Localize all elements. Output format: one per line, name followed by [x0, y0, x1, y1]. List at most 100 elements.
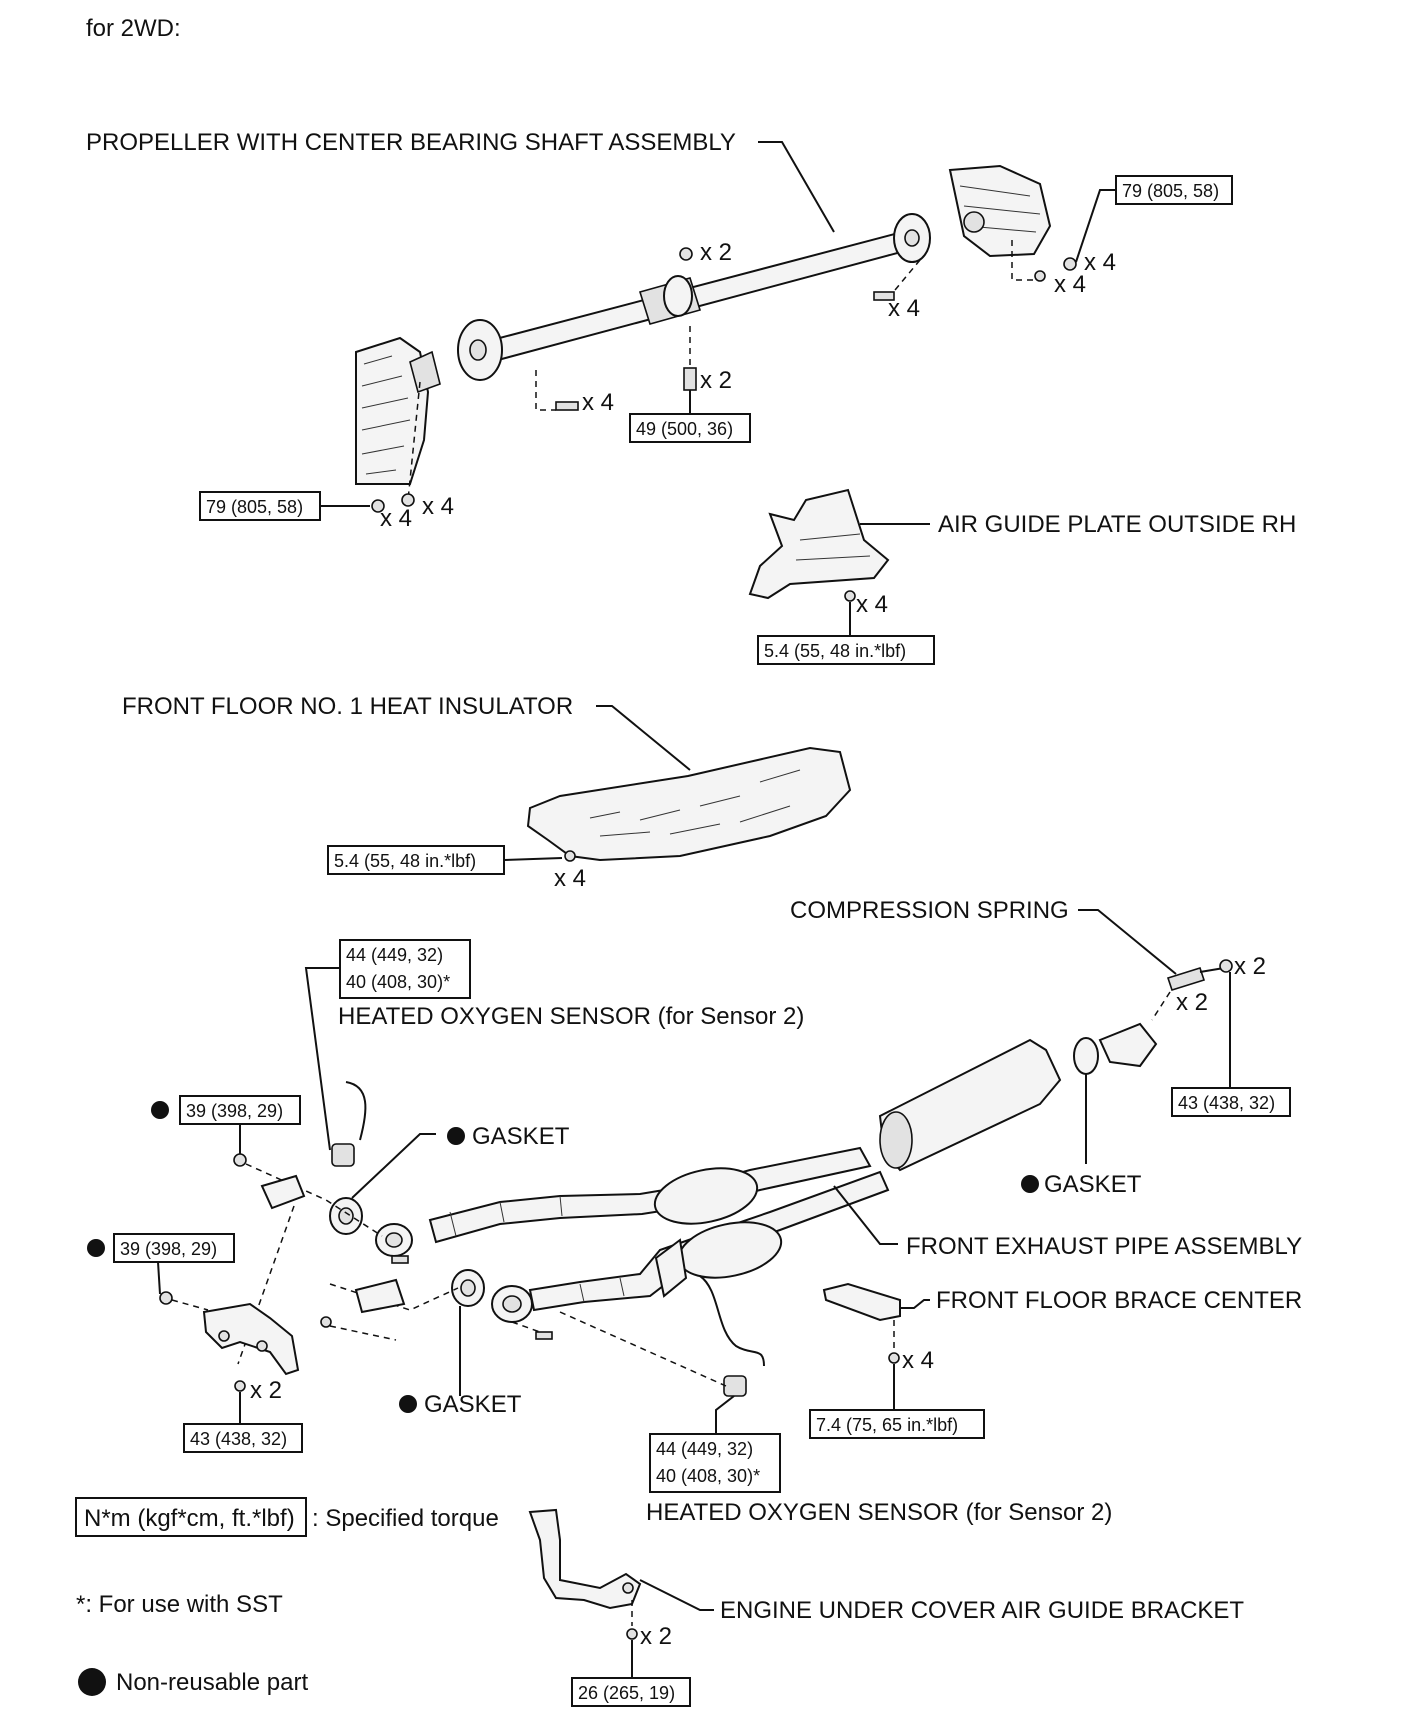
manifold-flange-lower: [354, 1278, 406, 1314]
torque-box: [809, 1409, 985, 1439]
bolt-icon: [873, 291, 895, 301]
propeller-washer-icon: [679, 247, 693, 261]
bolt-icon: [555, 401, 579, 411]
legend-torque-box: [75, 1497, 307, 1537]
legend-torque-units: N*m (kgf*cm, ft.*lbf): [84, 1505, 295, 1532]
qty-label: x 4: [1084, 249, 1116, 276]
torque-box: [199, 491, 321, 521]
washer-icon: [401, 493, 415, 507]
front-exhaust-pipe-assembly: [375, 1038, 1062, 1323]
torque-box: [339, 939, 471, 999]
torque-value: 39 (398, 29): [120, 1239, 217, 1259]
compression-spring: [1166, 959, 1233, 991]
clip-icon: [564, 850, 576, 862]
torque-box: [629, 413, 751, 443]
torque-value: 79 (805, 58): [206, 497, 303, 517]
label-compression-spring: COMPRESSION SPRING: [790, 897, 1069, 924]
label-gasket-lower: GASKET: [424, 1391, 522, 1418]
torque-box: [179, 1095, 301, 1125]
torque-box: [571, 1677, 691, 1707]
bolt-icon: [683, 367, 697, 391]
washer-icon: [1034, 270, 1046, 282]
exhaust-support-bracket: [202, 1302, 300, 1376]
nut-icon: [1063, 257, 1077, 271]
heated-oxygen-sensor-bottom: [699, 1275, 765, 1397]
label-o2-sensor-bottom: HEATED OXYGEN SENSOR (for Sensor 2): [646, 1499, 1112, 1526]
label-gasket-rear: GASKET: [1044, 1171, 1142, 1198]
torque-box: [113, 1233, 235, 1263]
qty-label: x 4: [856, 591, 888, 618]
nut-icon: [320, 1316, 332, 1328]
torque-value: 43 (438, 32): [190, 1429, 287, 1449]
nonreusable-dot-icon: [399, 1395, 417, 1413]
torque-value: 44 (449, 32): [656, 1439, 753, 1459]
torque-value: 5.4 (55, 48 in.*lbf): [334, 851, 476, 871]
torque-value: 40 (408, 30)*: [656, 1466, 760, 1486]
bolt-icon: [888, 1352, 900, 1364]
qty-label: x 4: [902, 1347, 934, 1374]
legend-nonreusable-dot-icon: [78, 1668, 106, 1696]
leader-propeller-shaft: [758, 141, 835, 233]
label-air-guide-bracket: ENGINE UNDER COVER AIR GUIDE BRACKET: [720, 1597, 1244, 1624]
label-gasket-upper: GASKET: [472, 1123, 570, 1150]
legend-sst-note: *: For use with SST: [76, 1591, 283, 1618]
nonreusable-dot-icon: [151, 1101, 169, 1119]
torque-value: 7.4 (75, 65 in.*lbf): [816, 1415, 958, 1435]
torque-value: 5.4 (55, 48 in.*lbf): [764, 641, 906, 661]
heated-oxygen-sensor-top: [331, 1081, 367, 1167]
diagram-header: for 2WD:: [86, 15, 181, 42]
label-propeller-shaft: PROPELLER WITH CENTER BEARING SHAFT ASSE…: [86, 129, 736, 156]
nut-icon: [371, 499, 385, 513]
label-air-guide-plate: AIR GUIDE PLATE OUTSIDE RH: [938, 511, 1296, 538]
rear-flange: [1098, 1022, 1158, 1068]
bolt-icon: [391, 1255, 409, 1264]
qty-label: x 4: [380, 505, 412, 532]
nut-icon: [233, 1153, 247, 1167]
nonreusable-dot-icon: [1021, 1175, 1039, 1193]
legend-torque-text: : Specified torque: [312, 1505, 499, 1532]
qty-label: x 4: [422, 493, 454, 520]
differential-housing: [948, 164, 1052, 258]
nut-icon: [159, 1291, 173, 1305]
qty-label: x 4: [888, 295, 920, 322]
torque-value: 39 (398, 29): [186, 1101, 283, 1121]
qty-label: x 2: [700, 367, 732, 394]
torque-value: 40 (408, 30)*: [346, 972, 450, 992]
label-o2-sensor-top: HEATED OXYGEN SENSOR (for Sensor 2): [338, 1003, 804, 1030]
qty-label: x 2: [1234, 953, 1266, 980]
qty-label: x 4: [554, 865, 586, 892]
nonreusable-dot-icon: [87, 1239, 105, 1257]
torque-value: 79 (805, 58): [1122, 181, 1219, 201]
torque-value: 43 (438, 32): [1178, 1093, 1275, 1113]
bolt-icon: [535, 1331, 553, 1340]
torque-box: [649, 1433, 781, 1493]
front-floor-brace-center: [822, 1282, 901, 1322]
label-heat-insulator: FRONT FLOOR NO. 1 HEAT INSULATOR: [122, 693, 573, 720]
gasket-rear-icon: [1073, 1037, 1099, 1075]
clip-icon: [844, 590, 856, 602]
bolt-icon: [234, 1380, 246, 1392]
torque-value: 49 (500, 36): [636, 419, 733, 439]
torque-box: [757, 635, 935, 665]
torque-value: 26 (265, 19): [578, 1683, 675, 1703]
leader-heat-insulator: [596, 705, 691, 771]
bolt-icon: [626, 1628, 638, 1640]
label-front-exhaust-pipe: FRONT EXHAUST PIPE ASSEMBLY: [906, 1233, 1302, 1260]
torque-value: 44 (449, 32): [346, 945, 443, 965]
qty-label: x 4: [1054, 271, 1086, 298]
torque-box: [183, 1423, 303, 1453]
qty-label: x 2: [700, 239, 732, 266]
propeller-shaft-assembly: [457, 213, 931, 381]
qty-label: x 2: [250, 1377, 282, 1404]
qty-label: x 2: [1176, 989, 1208, 1016]
torque-box: [1171, 1087, 1291, 1117]
legend-nonreusable-text: Non-reusable part: [116, 1669, 308, 1696]
nonreusable-dot-icon: [447, 1127, 465, 1145]
label-front-floor-brace: FRONT FLOOR BRACE CENTER: [936, 1287, 1302, 1314]
front-floor-no1-heat-insulator: [526, 746, 852, 862]
qty-label: x 2: [640, 1623, 672, 1650]
transmission-housing: [355, 336, 441, 485]
manifold-flange-upper: [260, 1174, 306, 1210]
air-guide-plate-outside-rh: [748, 488, 890, 600]
